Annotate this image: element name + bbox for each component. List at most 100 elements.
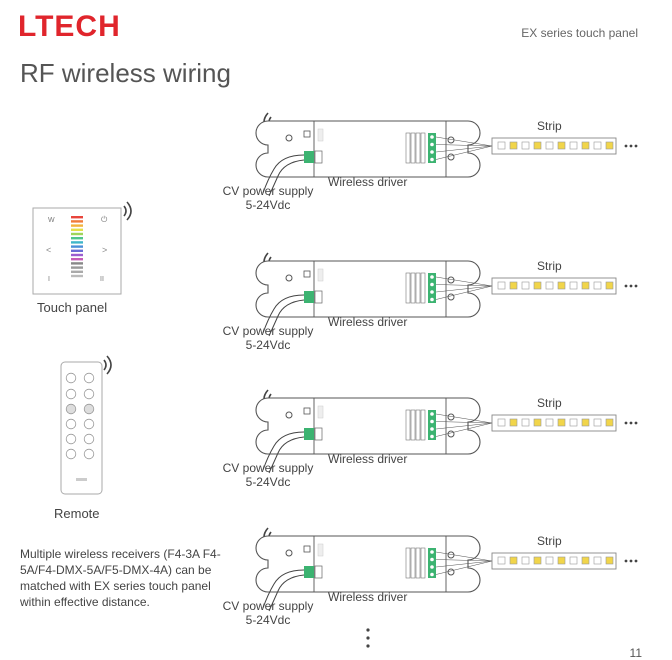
output-fin bbox=[420, 409, 426, 441]
output-fin bbox=[420, 547, 426, 579]
terminal-screw bbox=[430, 427, 434, 431]
power-wire bbox=[268, 574, 305, 612]
driver-label-mark bbox=[317, 405, 324, 419]
terminal-screw bbox=[430, 157, 434, 162]
output-wire bbox=[435, 421, 493, 424]
output-terminal bbox=[428, 548, 436, 578]
output-wire bbox=[435, 422, 493, 430]
input-terminal bbox=[304, 428, 314, 440]
product-name: EX series touch panel bbox=[521, 26, 638, 40]
remote-label: Remote bbox=[54, 506, 100, 521]
driver-label: Wireless driver bbox=[328, 452, 408, 466]
output-fin bbox=[405, 272, 411, 304]
remote-button bbox=[83, 418, 95, 430]
remote-button bbox=[83, 372, 95, 384]
remote-buttons bbox=[65, 372, 95, 460]
led-chip bbox=[545, 418, 554, 427]
power-wire bbox=[268, 159, 305, 197]
input-terminal bbox=[304, 291, 314, 303]
led-chip bbox=[569, 418, 578, 427]
led-chip bbox=[581, 418, 590, 427]
output-fin bbox=[420, 132, 426, 164]
led-chip bbox=[533, 281, 542, 290]
panel-power-icon: ⏻ bbox=[101, 215, 108, 224]
led-chip bbox=[521, 141, 530, 150]
strip-label: Strip bbox=[537, 259, 562, 273]
led-chip bbox=[593, 556, 602, 565]
led-chip bbox=[593, 281, 602, 290]
power-wire bbox=[268, 299, 305, 337]
driver-label-mark bbox=[317, 543, 324, 557]
power-supply-label: CV power supply bbox=[222, 461, 314, 475]
power-wire bbox=[262, 569, 305, 609]
color-bar-segment bbox=[71, 241, 83, 244]
input-terminal-label bbox=[314, 150, 323, 164]
remote-button bbox=[65, 372, 77, 384]
panel-key-1: I bbox=[48, 276, 50, 283]
led-chip bbox=[533, 556, 542, 565]
led-chip bbox=[581, 141, 590, 150]
terminal-screw bbox=[430, 297, 434, 302]
remote-button bbox=[65, 433, 77, 445]
driver-row bbox=[255, 527, 638, 612]
led-chip bbox=[569, 141, 578, 150]
output-wire bbox=[435, 284, 493, 287]
mount-hole bbox=[447, 153, 455, 161]
power-supply-label: CV power supply bbox=[222, 324, 314, 338]
terminal-screw bbox=[430, 135, 434, 139]
terminal-screw bbox=[430, 557, 434, 562]
output-terminal bbox=[428, 273, 436, 303]
wireless-signal-icon bbox=[103, 355, 112, 375]
strip-continuation-icon bbox=[634, 284, 638, 288]
output-wire bbox=[435, 560, 493, 568]
terminal-screw bbox=[430, 412, 434, 416]
output-wire bbox=[435, 136, 493, 147]
strip-continuation-icon bbox=[624, 144, 628, 148]
terminal-screw bbox=[430, 565, 434, 569]
touch-panel-label: Touch panel bbox=[37, 300, 108, 315]
terminal-screw bbox=[430, 275, 434, 279]
led-chip bbox=[605, 418, 614, 427]
more-rows-ellipsis-icon bbox=[366, 628, 370, 648]
color-bar-segment bbox=[71, 228, 83, 231]
mount-hole bbox=[285, 549, 293, 557]
led-chip bbox=[521, 281, 530, 290]
led-chip bbox=[533, 141, 542, 150]
led-chip bbox=[509, 418, 518, 427]
remote-button bbox=[83, 433, 95, 445]
panel-right-icon: > bbox=[102, 245, 107, 255]
mount-hole bbox=[285, 134, 293, 142]
led-chip bbox=[497, 281, 506, 290]
color-bar-segment bbox=[71, 249, 83, 252]
power-supply-voltage: 5-24Vdc bbox=[245, 475, 291, 489]
color-bar-segment bbox=[71, 220, 83, 223]
terminal-screw bbox=[430, 150, 434, 154]
strip-label: Strip bbox=[537, 396, 562, 410]
learn-button bbox=[303, 270, 311, 278]
input-terminal-label bbox=[314, 427, 323, 441]
output-wire bbox=[435, 413, 493, 424]
remote-button bbox=[65, 388, 77, 400]
led-chip bbox=[509, 141, 518, 150]
output-fin bbox=[420, 272, 426, 304]
led-chip bbox=[509, 281, 518, 290]
power-wire bbox=[262, 294, 305, 334]
strip-continuation-icon bbox=[634, 144, 638, 148]
mount-hole bbox=[447, 293, 455, 301]
output-fin bbox=[405, 132, 411, 164]
output-terminal bbox=[428, 133, 436, 163]
color-bar-segment bbox=[71, 262, 83, 265]
output-fin bbox=[410, 272, 416, 304]
terminal-screw bbox=[430, 290, 434, 294]
rgb-color-bar bbox=[71, 216, 83, 278]
power-supply-label: CV power supply bbox=[222, 599, 314, 613]
led-chip bbox=[545, 556, 554, 565]
output-wire bbox=[435, 560, 493, 575]
led-chip bbox=[605, 556, 614, 565]
power-supply-label: CV power supply bbox=[222, 184, 314, 198]
mount-hole bbox=[447, 430, 455, 438]
output-fin bbox=[410, 409, 416, 441]
led-chip bbox=[545, 281, 554, 290]
led-chip bbox=[605, 141, 614, 150]
